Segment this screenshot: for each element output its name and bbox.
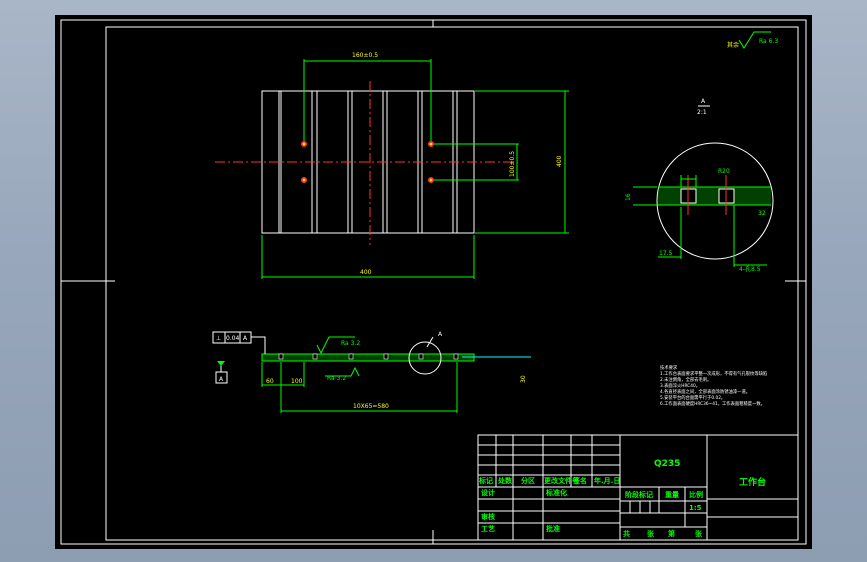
svg-text:A: A (438, 331, 443, 338)
svg-text:技术要求: 技术要求 (660, 364, 678, 371)
svg-text:重量: 重量 (665, 490, 679, 499)
svg-text:工艺: 工艺 (481, 524, 495, 533)
part-name: 工作台 (739, 476, 766, 488)
svg-text:共: 共 (623, 529, 630, 538)
svg-text:标准化: 标准化 (545, 488, 567, 497)
detail-bottom-right: 4-孔8.5 (739, 265, 761, 273)
svg-text:比例: 比例 (689, 490, 703, 499)
cad-viewport[interactable]: 其余 Ra 6.3 160±0.5 400 (55, 15, 812, 549)
svg-text:标记: 标记 (478, 476, 493, 485)
roughness-symbol: 其余 Ra 6.3 (727, 31, 778, 49)
tol-value: 0.04 (226, 335, 240, 342)
svg-text:6.工作面表面硬度HRC36~41，工作表面粗糙度一致。: 6.工作面表面硬度HRC36~41，工作表面粗糙度一致。 (660, 400, 765, 407)
dim-bottom-width: 400 (360, 269, 372, 276)
dim-slot-pitch: 10X65=580 (353, 403, 389, 410)
dim-top-spacing: 160±0.5 (352, 52, 378, 59)
svg-text:2.未注倒角，全部去毛刺。: 2.未注倒角，全部去毛刺。 (660, 376, 711, 383)
svg-text:阶段标记: 阶段标记 (625, 490, 653, 499)
detail-label: A (701, 98, 706, 105)
svg-text:5.安装平台的台面需平行于0.02。: 5.安装平台的台面需平行于0.02。 (660, 394, 725, 401)
svg-text:4.各直径表面之间，全部表面涂防锈油漆一道。: 4.各直径表面之间，全部表面涂防锈油漆一道。 (660, 388, 750, 395)
dim-bolt-spacing: 100 (291, 378, 303, 385)
plan-view: 160±0.5 400 100±0.5 400 (215, 52, 569, 279)
drawing-frame (105, 26, 799, 541)
svg-text:更改文件号: 更改文件号 (544, 476, 579, 485)
tol-symbol: ⊥ (216, 335, 221, 342)
svg-text:1.工作台表面要求平整一次成形，不得有气孔裂纹等缺陷: 1.工作台表面要求平整一次成形，不得有气孔裂纹等缺陷 (660, 370, 767, 377)
svg-text:张: 张 (695, 529, 703, 538)
surface-roughness-a: Ra 3.2 (341, 340, 360, 347)
section-view: A ⊥ 0.04 A A Ra 3.2 Ra 3.2 60 100 10X65=… (212, 331, 531, 413)
roughness-value: Ra 6.3 (759, 38, 778, 45)
svg-text:3.表面淬火HRC40。: 3.表面淬火HRC40。 (660, 382, 700, 389)
technical-notes: 技术要求 1.工作台表面要求平整一次成形，不得有气孔裂纹等缺陷 2.未注倒角，全… (660, 364, 767, 407)
dim-left-offset: 60 (266, 378, 274, 385)
roughness-label: 其余 (727, 41, 739, 49)
surface-roughness-b: Ra 3.2 (327, 375, 346, 382)
detail-slot-width: R20 (718, 168, 730, 175)
tol-datum: A (243, 335, 248, 342)
datum-label: A (219, 376, 224, 383)
svg-text:年.月.日: 年.月.日 (594, 476, 620, 485)
detail-view-a: A 2:1 R20 16 32 17.5 4-孔8.5 (625, 98, 774, 273)
dim-right-height: 400 (556, 155, 563, 167)
drawing-canvas: 其余 Ra 6.3 160±0.5 400 (60, 19, 807, 545)
svg-text:批准: 批准 (546, 524, 560, 533)
svg-text:审核: 审核 (481, 512, 495, 521)
svg-text:1:5: 1:5 (689, 504, 702, 512)
svg-text:处数: 处数 (497, 476, 513, 485)
dim-thickness: 30 (520, 375, 527, 383)
svg-text:第: 第 (668, 529, 675, 538)
title-block: Q235 工作台 标记 处数 分区 更改文件号 签名 年.月.日 设计 标准化 … (477, 434, 799, 541)
svg-text:张: 张 (647, 529, 655, 538)
svg-text:设计: 设计 (481, 488, 495, 497)
svg-text:分区: 分区 (521, 476, 535, 485)
dim-inner-height: 100±0.5 (509, 151, 516, 177)
outer-border (60, 19, 807, 545)
detail-bottom-left: 17.5 (659, 250, 673, 257)
material: Q235 (654, 459, 680, 469)
detail-h1: 16 (625, 193, 632, 201)
svg-text:签名: 签名 (572, 476, 587, 485)
detail-h2: 32 (758, 210, 766, 217)
detail-scale: 2:1 (697, 109, 707, 116)
